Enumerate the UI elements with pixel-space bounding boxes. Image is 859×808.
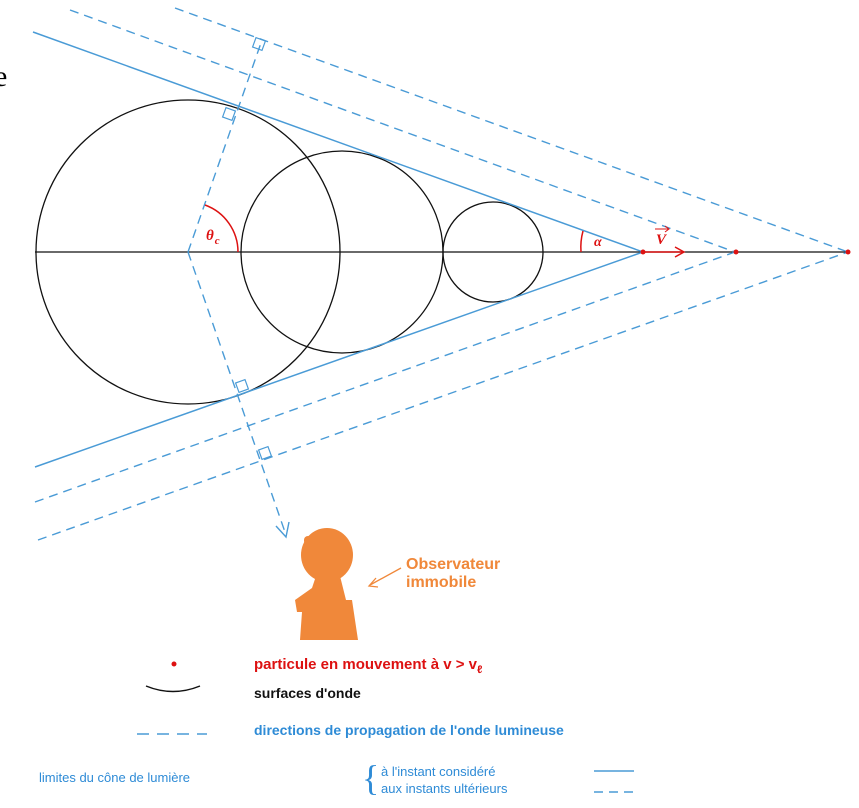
right-angle-marker <box>221 106 237 122</box>
legend-wave-symbol <box>145 685 201 693</box>
velocity-arrowhead <box>674 246 686 258</box>
legend-later-text: aux instants ultérieurs <box>381 781 508 796</box>
right-angle-marker <box>257 445 273 461</box>
legend-particle-subscript: ℓ <box>477 664 483 676</box>
observer-figure <box>295 528 358 640</box>
wave-surface-small <box>442 201 544 303</box>
wave-surface-large <box>35 99 341 405</box>
theta-c-label: θc <box>206 228 220 247</box>
legend-now-text: à l'instant considéré <box>381 764 496 779</box>
cone-limit-lower-dashed-1 <box>34 251 736 503</box>
cone-limit-upper-dashed-2 <box>174 7 849 253</box>
cone-limit-lower-dashed-2 <box>37 251 849 541</box>
legend-surfaces-text: surfaces d'onde <box>254 685 361 701</box>
particle-dot <box>733 249 739 255</box>
alpha-label: α <box>594 235 602 250</box>
stray-letter: e <box>0 60 8 93</box>
propagation-direction-lower <box>187 251 287 536</box>
legend-brace: { <box>362 758 379 798</box>
legend-particle-text: particule en mouvement à v > vℓ <box>254 656 482 676</box>
particle-dot <box>640 249 646 255</box>
cone-limit-upper-solid <box>32 31 644 253</box>
legend-limits-text: limites du cône de lumière <box>39 770 191 785</box>
particle-dot <box>845 249 851 255</box>
cone-limit-lower-solid <box>34 251 644 468</box>
legend-particle-symbol <box>171 661 177 667</box>
propagation-arrowhead <box>275 521 290 539</box>
legend-particle-label: particule en mouvement à v > v <box>254 656 478 673</box>
observer-label-line2: immobile <box>406 574 477 591</box>
legend-directions-text: directions de propagation de l'onde lumi… <box>254 722 564 738</box>
observer-label: Observateur immobile <box>406 556 500 592</box>
velocity-overarrow-head <box>664 225 670 233</box>
observer-label-line1: Observateur <box>406 556 501 573</box>
propagation-direction-upper <box>187 39 263 253</box>
observer-pointer-head <box>367 577 379 588</box>
theta-c-arc <box>204 204 239 253</box>
alpha-arc <box>580 230 584 253</box>
right-angle-marker <box>251 36 267 52</box>
observer-pointer <box>369 567 402 586</box>
right-angle-marker <box>234 378 250 394</box>
velocity-label: V <box>656 232 668 248</box>
cone-limit-upper-dashed-1 <box>69 9 736 253</box>
